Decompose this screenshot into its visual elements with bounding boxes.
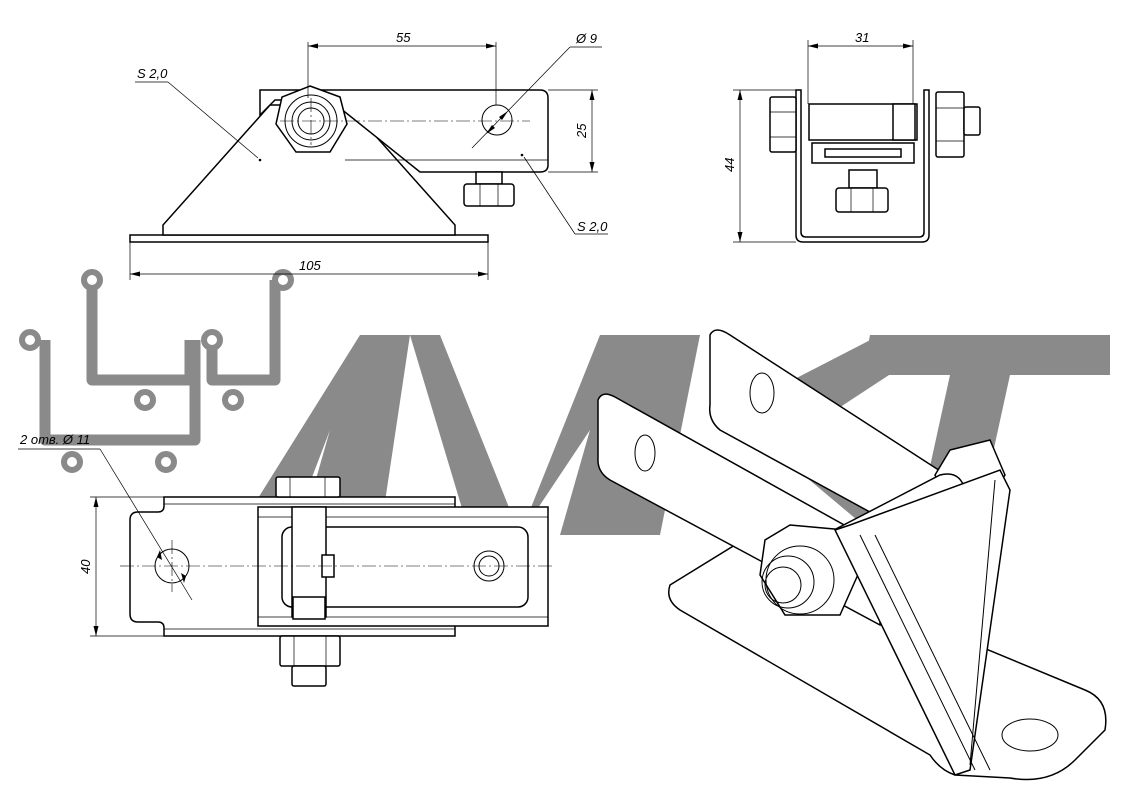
- note-holes: 2 отв. Ø 11: [19, 432, 90, 447]
- dim-base-length: 105: [299, 258, 321, 273]
- dim-thickness-side: S 2,0: [577, 219, 608, 234]
- dim-width-top: 31: [855, 30, 869, 45]
- dim-bracket-height: 25: [574, 123, 589, 139]
- dim-thickness-top: S 2,0: [137, 66, 168, 81]
- side-view: 31 44: [722, 30, 981, 243]
- dim-total-height: 44: [722, 158, 737, 172]
- dim-hole-diameter: Ø 9: [575, 31, 597, 46]
- front-view: 55 Ø 9 S 2,0 S 2,0 25 105: [129, 30, 608, 280]
- isometric-view: [597, 329, 1107, 781]
- plan-view: 2 отв. Ø 11 40: [18, 432, 555, 687]
- watermark-logo: [19, 269, 294, 473]
- dim-base-width: 40: [78, 559, 93, 574]
- dim-bolt-spacing: 55: [396, 30, 411, 45]
